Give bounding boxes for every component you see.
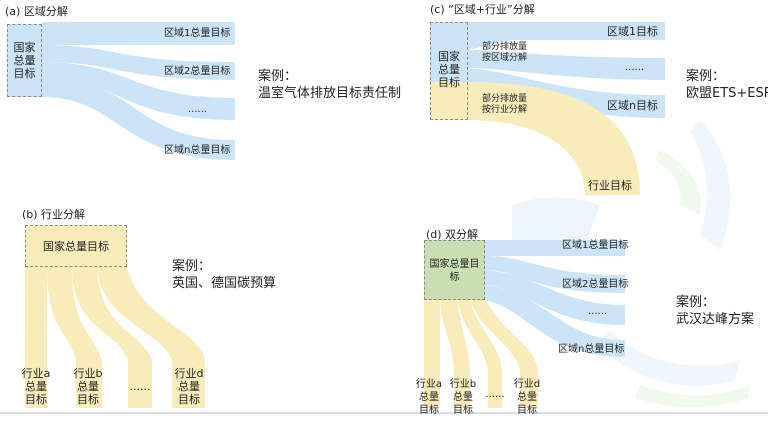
panel-b-source-box [25,225,127,267]
panel-a-source-box [7,24,42,97]
panel-c-source-box [430,22,468,120]
panel-d-sector-a: 行业a 总量 目标 [415,379,443,416]
panel-c-source: 国家 总量 目标 [438,50,460,89]
panel-d-case-text: 武汉达峰方案 [676,312,755,327]
panel-c-target-n: 区域n目标 [607,99,658,112]
panel-b-source: 国家总量目标 [43,240,109,253]
panel-d-title: (d) 双分解 [426,228,479,241]
panel-b-target-ellipsis: ...... [129,380,151,393]
panel-b-target-b: 行业b 总量 目标 [73,367,103,406]
panel-a-target-ellipsis: ...... [188,104,208,115]
panel-a-case-title: 案例： [258,69,298,84]
panel-b-title: (b) 行业分解 [22,208,86,221]
panel-c-case-title: 案例： [686,69,726,84]
panel-c-target-ellipsis: ...... [625,62,645,73]
panel-d-sector-b: 行业b 总量 目标 [449,379,477,416]
panel-d-sector-ellipsis: ...... [485,389,505,400]
panel-d-source: 国家总量目 标 [429,259,480,283]
panel-d-region-ellipsis: ...... [588,306,608,317]
panel-a-title: (a) 区域分解 [5,5,68,18]
panel-a-target-1: 区域1总量目标 [164,28,231,39]
panel-a-target-2: 区域2总量目标 [164,66,231,77]
panel-a-case-text: 温室气体排放目标责任制 [258,86,402,101]
panel-b-target-d: 行业d 总量 目标 [174,367,204,406]
panel-c-branch-sector: 部分排放量 按行业分解 [482,94,528,115]
panel-c-target-1: 区域1目标 [607,25,658,38]
panel-c-branch-region: 部分排放量 按区域分解 [482,42,528,63]
panel-a-source: 国家 总量 目标 [13,41,36,80]
panel-c-case-text: 欧盟ETS+ESR [686,86,768,101]
panel-c-title: (c) “区域+行业”分解 [430,3,535,16]
panel-d-region-1: 区域1总量目标 [562,240,629,251]
panel-c-sector-target: 行业目标 [588,179,632,192]
panel-d-region-2: 区域2总量目标 [562,279,629,290]
panel-d-source-box [424,240,485,300]
panel-b-case-text: 英国、德国碳预算 [172,276,277,291]
panel-d-sector-d: 行业d 总量 目标 [513,379,541,416]
panel-d-case-title: 案例： [676,295,716,310]
panel-b-case-title: 案例： [172,259,212,274]
panel-b-target-a: 行业a 总量 目标 [21,367,51,406]
panel-d-region-n: 区域n总量目标 [558,344,625,355]
panel-a-target-n: 区域n总量目标 [164,145,231,156]
